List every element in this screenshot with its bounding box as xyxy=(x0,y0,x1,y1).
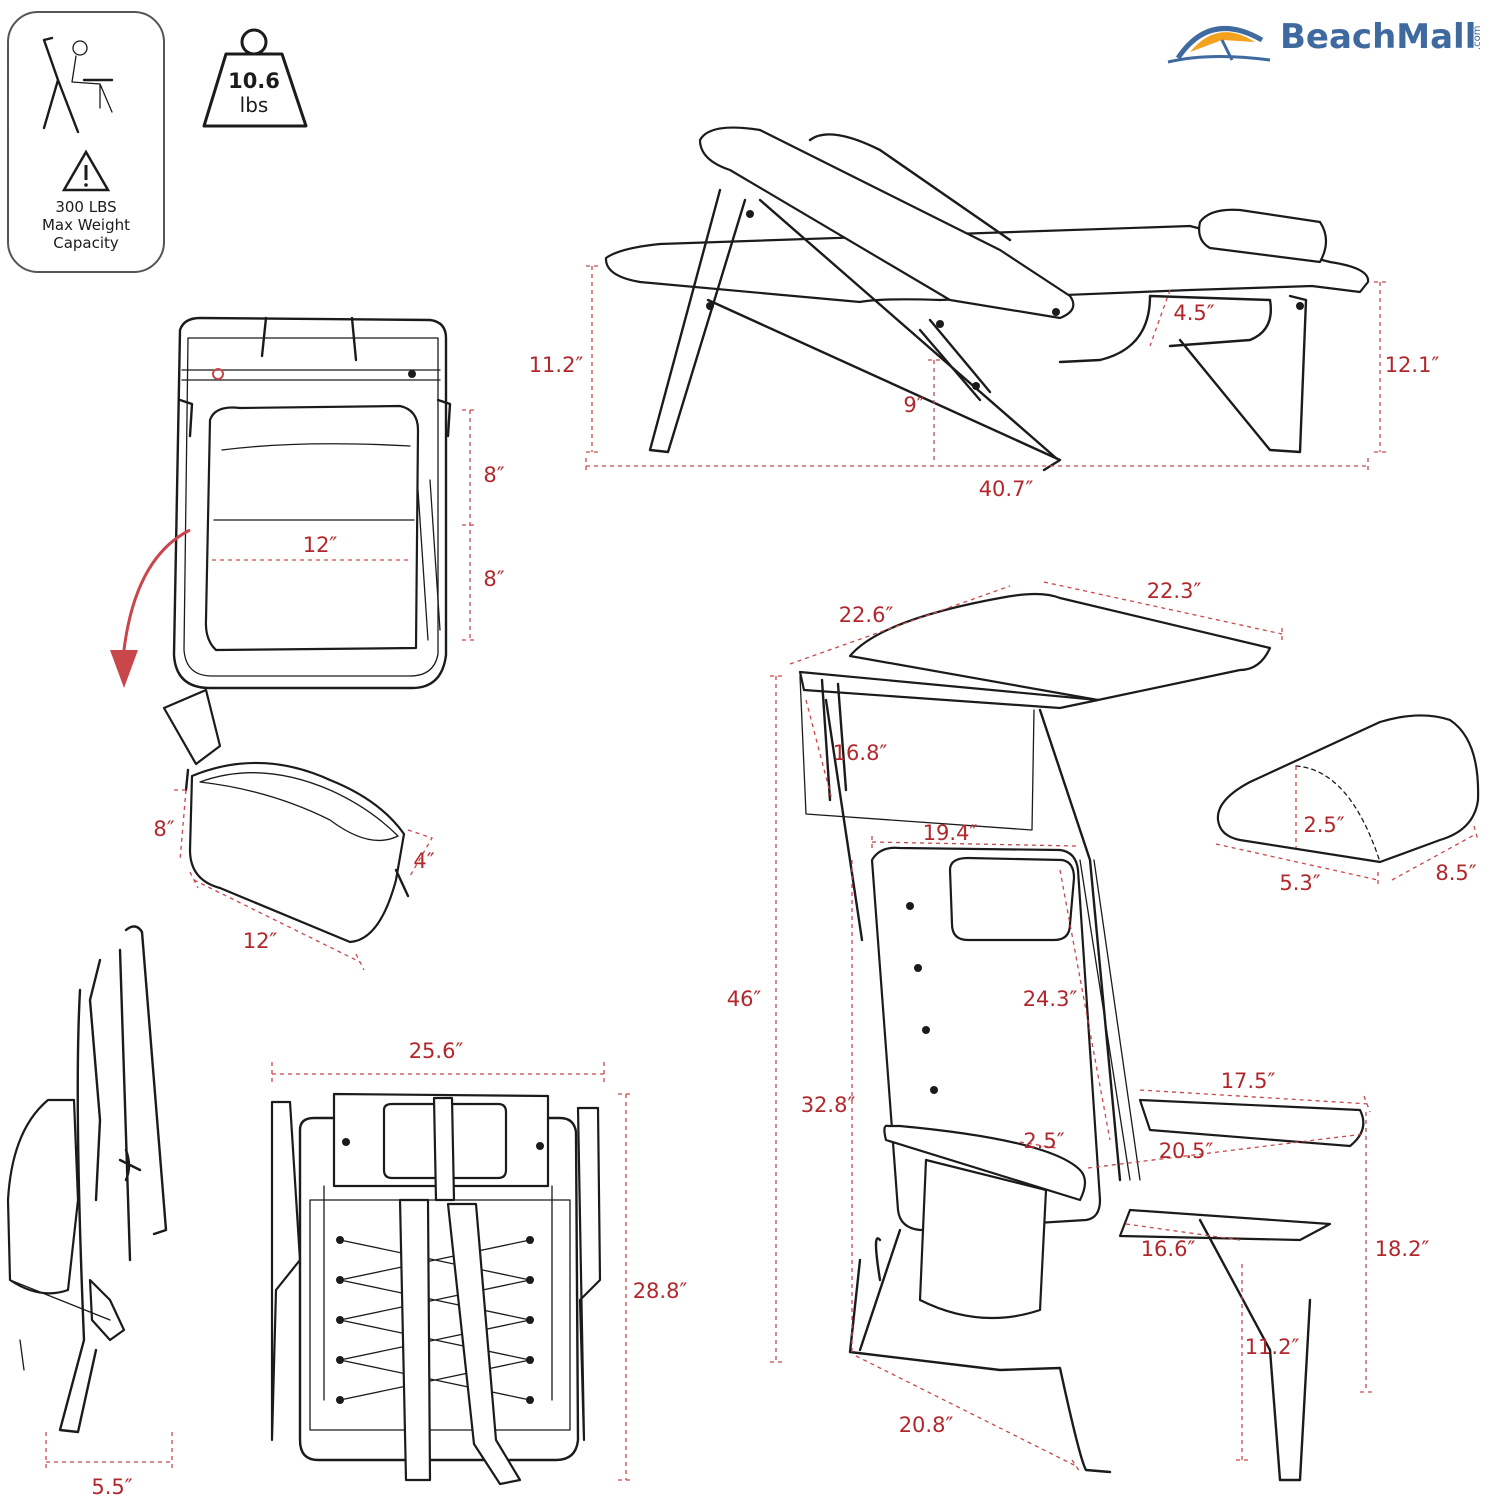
canopy-chair-drawing xyxy=(798,592,1365,1482)
weight-value: 10.6 xyxy=(228,69,280,93)
dim-pillow-height: 2.5″ xyxy=(1303,813,1344,837)
dim-pillow-width: 5.3″ xyxy=(1279,871,1320,895)
dim-folded-thickness: 5.5″ xyxy=(91,1475,132,1499)
warning-icon xyxy=(61,149,111,192)
dim-cooler-top-width: 12″ xyxy=(303,533,338,557)
dim-back-height: 24.3″ xyxy=(1023,987,1078,1011)
dim-recline-length: 40.7″ xyxy=(979,477,1034,501)
max-weight-line3: Capacity xyxy=(53,234,119,252)
dim-seat-depth: 20.5″ xyxy=(1159,1139,1214,1163)
dim-seat-back-height: 32.8″ xyxy=(801,1093,856,1117)
canopy-pillow-drawing xyxy=(1216,714,1480,864)
dim-canopy-drop: 16.8″ xyxy=(833,741,888,765)
folded-thickness-dimension-line xyxy=(45,1432,173,1470)
weight-icon: 10.6 lbs xyxy=(202,28,308,128)
dim-recline-arm-height: 9″ xyxy=(903,393,924,417)
dim-seat-height: 11.2″ xyxy=(1245,1335,1300,1359)
dim-arm-height: 18.2″ xyxy=(1375,1237,1430,1261)
dim-cooler-height-lower: 8″ xyxy=(483,567,504,591)
brand-suffix: .com xyxy=(1472,25,1483,50)
dim-seat-width: 16.6″ xyxy=(1141,1237,1196,1261)
dim-folded-width: 25.6″ xyxy=(409,1039,464,1063)
dim-cooler-bag-depth: 4″ xyxy=(413,849,434,873)
reclined-chair-drawing xyxy=(604,126,1370,472)
dim-folded-height: 28.8″ xyxy=(633,1279,688,1303)
dim-total-height: 46″ xyxy=(727,987,762,1011)
dim-cooler-height-upper: 8″ xyxy=(483,463,504,487)
cooler-top-dimension-lines xyxy=(212,409,478,641)
cooler-bag-drawing xyxy=(162,688,410,944)
dim-cooler-bag-width: 12″ xyxy=(243,929,278,953)
chair-back-with-cooler-drawing xyxy=(172,316,452,690)
dim-recline-pocket: 4.5″ xyxy=(1173,301,1214,325)
canopy-chair-dimension-lines xyxy=(770,581,1479,1473)
dim-pillow-length: 8.5″ xyxy=(1435,861,1476,885)
reclined-chair-dimension-lines xyxy=(585,265,1386,474)
weight-unit: lbs xyxy=(240,93,269,117)
dim-cooler-bag-height: 8″ xyxy=(153,817,174,841)
dim-arm-width: 2.5″ xyxy=(1023,1129,1064,1153)
max-weight-line1: 300 LBS xyxy=(55,198,116,216)
folded-back-dimension-lines xyxy=(271,1062,634,1481)
cooler-arrow-head xyxy=(110,650,138,688)
dim-recline-height-right: 12.1″ xyxy=(1385,353,1440,377)
dim-recline-height-left: 11.2″ xyxy=(529,353,584,377)
dim-back-width: 19.4″ xyxy=(923,821,978,845)
cooler-bag-dimension-lines xyxy=(174,789,433,971)
beachmall-logo: BeachMall .com xyxy=(1167,17,1483,64)
person-reclining-icon xyxy=(42,36,114,134)
max-weight-line2: Max Weight xyxy=(42,216,130,234)
dim-canopy-width: 22.3″ xyxy=(1147,579,1202,603)
max-weight-badge: 300 LBS Max Weight Capacity xyxy=(7,11,165,273)
folded-back-view-drawing xyxy=(270,1092,602,1486)
brand-name: BeachMall xyxy=(1280,17,1476,57)
dim-base-width: 20.8″ xyxy=(899,1413,954,1437)
folded-side-view-drawing xyxy=(6,925,168,1434)
dim-arm-length: 17.5″ xyxy=(1221,1069,1276,1093)
cooler-detach-arrow xyxy=(120,528,191,671)
dim-canopy-depth: 22.6″ xyxy=(839,603,894,627)
